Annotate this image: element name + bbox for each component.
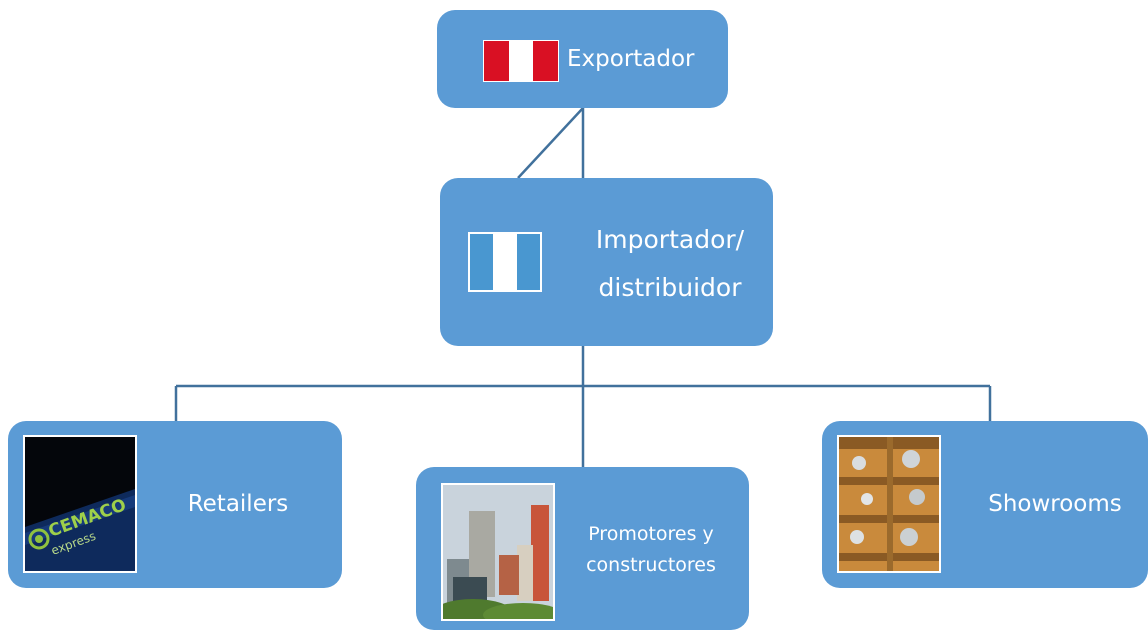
exporter-label: Exportador bbox=[567, 46, 695, 72]
retailers-store-sign-image: CEMACO express bbox=[23, 435, 137, 573]
showrooms-fixtures-image bbox=[837, 435, 941, 573]
showrooms-node: Showrooms bbox=[822, 421, 1148, 588]
builders-city-image bbox=[441, 483, 555, 621]
retailers-node: CEMACO express Retailers bbox=[8, 421, 342, 588]
builders-label-line1: Promotores y bbox=[588, 523, 714, 545]
importer-node: Importador/ distribuidor bbox=[440, 178, 773, 346]
importer-label: Importador/ distribuidor bbox=[570, 216, 770, 312]
builders-label-line2: constructores bbox=[586, 554, 716, 576]
builders-label: Promotores y constructores bbox=[566, 519, 736, 581]
retailers-label: Retailers bbox=[187, 491, 289, 517]
importer-label-line2: distribuidor bbox=[598, 273, 742, 302]
showrooms-label: Showrooms bbox=[988, 491, 1122, 517]
connector-exporter-importer-left bbox=[517, 107, 584, 179]
importer-label-line1: Importador/ bbox=[595, 225, 745, 254]
exporter-node: Exportador bbox=[437, 10, 728, 108]
builders-node: Promotores y constructores bbox=[416, 467, 749, 630]
guatemala-flag-icon bbox=[468, 232, 542, 292]
peru-flag-icon bbox=[483, 40, 559, 82]
